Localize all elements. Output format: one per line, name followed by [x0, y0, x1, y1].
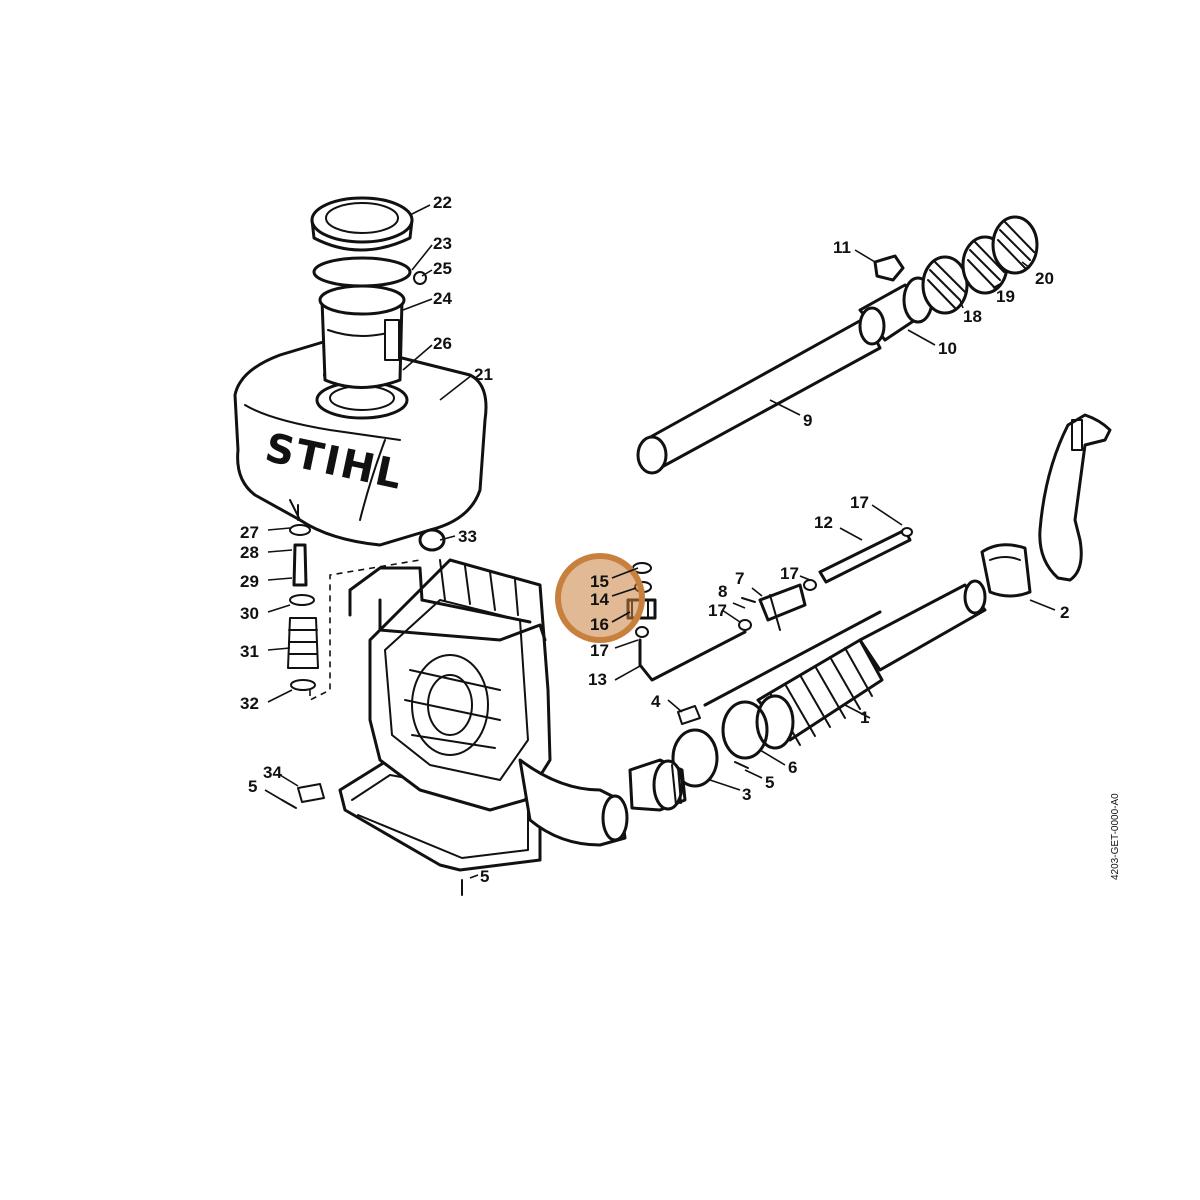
label-12: 12	[814, 513, 833, 532]
label-22: 22	[433, 193, 452, 212]
label-18: 18	[963, 307, 982, 326]
nut-11	[873, 254, 905, 282]
label-11: 11	[833, 238, 851, 257]
rod-12	[818, 528, 912, 584]
tank: STIHL	[233, 338, 488, 547]
lever-7	[758, 583, 807, 631]
label-14: 14	[590, 590, 609, 609]
label-1: 1	[860, 708, 869, 727]
label-6: 6	[788, 758, 797, 777]
label-9: 9	[803, 411, 812, 430]
callout-labels: 1 2 3 4 5 5 5 5 6 7 8 9 10 11 12 13 14 1…	[240, 193, 1069, 886]
control-handle-tube	[858, 579, 987, 672]
clamp-3	[671, 728, 719, 788]
clamp-6	[721, 700, 769, 760]
rod-13	[638, 630, 747, 682]
label-17c: 17	[780, 564, 799, 583]
part-33	[418, 528, 446, 552]
handle-bracket	[1038, 413, 1112, 582]
label-32: 32	[240, 694, 259, 713]
drawing-code: 4203-GET-0000-A0	[1110, 793, 1121, 880]
screws-5	[281, 761, 749, 896]
label-20: 20	[1035, 269, 1054, 288]
label-15: 15	[590, 572, 609, 591]
label-26: 26	[433, 334, 452, 353]
label-17d: 17	[850, 493, 869, 512]
seal-23	[312, 256, 412, 288]
label-3: 3	[742, 785, 751, 804]
highlight-circle	[555, 553, 645, 643]
label-24: 24	[433, 289, 452, 308]
label-5c: 5	[765, 773, 774, 792]
label-34: 34	[263, 763, 282, 782]
tank-outlet-stack	[287, 504, 319, 691]
label-30: 30	[240, 604, 259, 623]
clip-2	[980, 543, 1032, 598]
leader-lines	[264, 204, 1056, 879]
blower-tube-9	[636, 316, 882, 475]
label-13: 13	[588, 670, 607, 689]
cable	[703, 610, 882, 707]
tank-cap-22	[310, 196, 414, 252]
label-17a: 17	[590, 641, 609, 660]
screen-18	[921, 255, 969, 315]
label-33: 33	[458, 527, 477, 546]
filler-basket-24	[318, 284, 406, 389]
label-5b: 5	[480, 867, 489, 886]
sleeve-elbow-connector	[628, 758, 687, 812]
carry-frame	[348, 566, 547, 642]
label-5a: 5	[248, 777, 257, 796]
nozzle-10	[858, 276, 934, 346]
label-16: 16	[590, 615, 609, 634]
label-21: 21	[474, 365, 493, 384]
label-10: 10	[938, 339, 957, 358]
label-4: 4	[651, 692, 661, 711]
label-31: 31	[240, 642, 259, 661]
pin-8	[741, 597, 756, 603]
part-4	[677, 705, 701, 725]
label-23: 23	[433, 234, 452, 253]
label-7: 7	[735, 569, 744, 588]
screen-20	[991, 215, 1039, 275]
label-27: 27	[240, 523, 259, 542]
label-29: 29	[240, 572, 259, 591]
tank-outlet-dashed-guide	[309, 559, 421, 702]
label-8: 8	[718, 582, 727, 601]
label-25: 25	[433, 259, 452, 278]
label-2: 2	[1060, 603, 1069, 622]
label-28: 28	[240, 543, 259, 562]
small-parts-17	[635, 527, 913, 638]
blower-outlet-elbow	[518, 758, 629, 847]
plate-34	[297, 783, 325, 803]
label-19: 19	[996, 287, 1015, 306]
label-17b: 17	[708, 601, 727, 620]
flex-hose-1	[755, 638, 884, 750]
